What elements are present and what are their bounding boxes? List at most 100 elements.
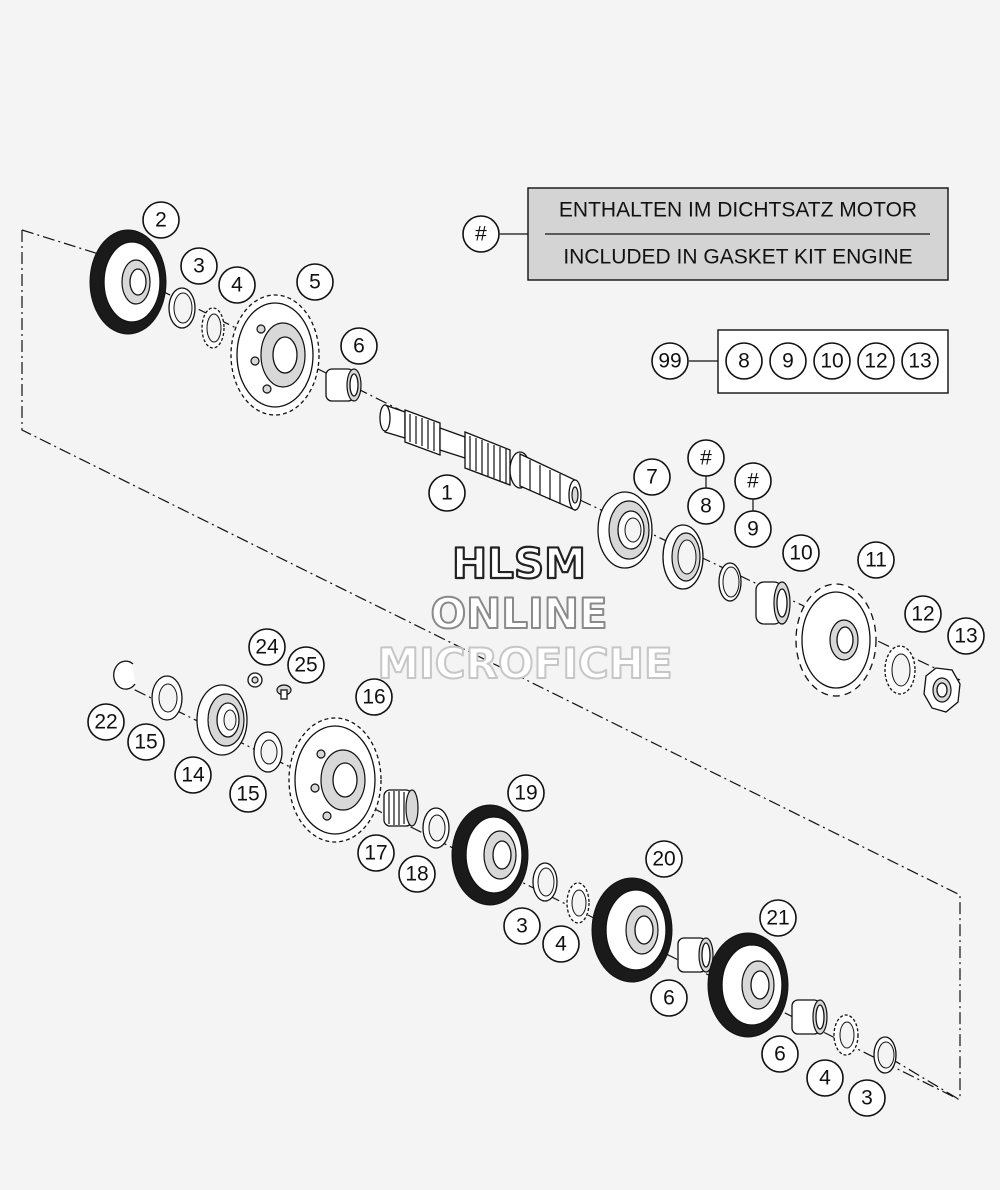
washer-24 — [247, 672, 263, 688]
svg-text:#: # — [747, 470, 759, 493]
callout-15a: 15 — [127, 723, 165, 761]
callout-7: 7 — [633, 458, 671, 496]
callout-13: 13 — [947, 617, 985, 655]
kit-99-group: 99 8 9 10 12 13 — [651, 329, 949, 394]
bearing-7 — [597, 491, 653, 569]
needle-bearing-17 — [383, 789, 419, 827]
shim-15a — [151, 675, 183, 721]
callout-21: 21 — [759, 899, 797, 937]
bushing-6a — [325, 368, 362, 402]
kit-item-10: 10 — [820, 350, 843, 373]
kit-label: 99 — [658, 350, 681, 373]
svg-text:8: 8 — [700, 495, 712, 518]
callout-25: 25 — [287, 646, 325, 684]
gear-16 — [288, 717, 382, 843]
svg-text:4: 4 — [555, 933, 567, 956]
svg-text:4: 4 — [231, 274, 243, 297]
callout-14: 14 — [174, 756, 212, 794]
svg-text:15: 15 — [236, 783, 259, 806]
svg-text:14: 14 — [181, 764, 205, 787]
watermark-line-3: MICROFICHE — [377, 639, 672, 688]
screw-25 — [276, 684, 292, 700]
callout-3b: 3 — [503, 907, 541, 945]
legend-line-de: ENTHALTEN IM DICHTSATZ MOTOR — [559, 199, 917, 222]
svg-text:13: 13 — [954, 625, 977, 648]
svg-text:3: 3 — [193, 255, 205, 278]
callout-2: 2 — [142, 201, 180, 239]
callout-24: 24 — [248, 628, 286, 666]
bearing-14 — [196, 684, 248, 756]
circlip-22 — [113, 660, 136, 690]
svg-text:25: 25 — [294, 654, 317, 677]
callouts: 1 2 3 4 5 6 7 # 8 # 9 10 11 12 13 24 25 … — [87, 201, 985, 1117]
svg-text:1: 1 — [441, 482, 453, 505]
legend-hash-circle — [462, 215, 500, 253]
callout-10: 10 — [782, 534, 820, 572]
nut-13 — [923, 667, 961, 713]
svg-text:6: 6 — [663, 987, 675, 1010]
callout-17: 17 — [357, 834, 395, 872]
gear-2 — [89, 229, 167, 335]
callout-9-hash: # — [734, 462, 772, 500]
gear-20 — [591, 877, 673, 983]
svg-text:18: 18 — [405, 863, 428, 886]
svg-text:24: 24 — [255, 636, 279, 659]
kit-item-13: 13 — [908, 350, 931, 373]
callout-4a: 4 — [218, 266, 256, 304]
kit-item-8: 8 — [738, 350, 750, 373]
callout-6b: 6 — [650, 979, 688, 1017]
main-shaft-1 — [379, 404, 582, 511]
svg-text:17: 17 — [364, 842, 387, 865]
spacer-10 — [755, 581, 791, 625]
callout-20: 20 — [645, 840, 683, 878]
svg-text:5: 5 — [309, 271, 321, 294]
callout-16: 16 — [355, 678, 393, 716]
washer-4c — [833, 1014, 859, 1056]
svg-text:6: 6 — [774, 1043, 786, 1066]
gear-5 — [230, 294, 320, 416]
svg-text:#: # — [700, 447, 712, 470]
svg-text:15: 15 — [134, 731, 157, 754]
svg-text:7: 7 — [646, 466, 658, 489]
sprocket-11 — [795, 583, 877, 697]
svg-text:21: 21 — [766, 907, 789, 930]
callout-15b: 15 — [229, 775, 267, 813]
shim-15b — [253, 731, 283, 773]
snap-ring-3a — [168, 287, 196, 329]
gasket-kit-legend: # ENTHALTEN IM DICHTSATZ MOTOR INCLUDED … — [462, 187, 949, 281]
callout-4c: 4 — [806, 1059, 844, 1097]
callout-18: 18 — [398, 855, 436, 893]
svg-text:4: 4 — [819, 1067, 831, 1090]
svg-text:12: 12 — [911, 603, 934, 626]
watermark-line-2: ONLINE — [430, 589, 607, 638]
callout-4b: 4 — [542, 925, 580, 963]
svg-text:22: 22 — [94, 711, 117, 734]
washer-4a — [201, 307, 225, 349]
legend-line-en: INCLUDED IN GASKET KIT ENGINE — [563, 246, 912, 269]
svg-text:20: 20 — [652, 848, 675, 871]
callout-3a: 3 — [180, 247, 218, 285]
svg-text:2: 2 — [155, 209, 167, 232]
svg-text:6: 6 — [353, 335, 365, 358]
callout-11: 11 — [857, 541, 895, 579]
callout-6c: 6 — [761, 1035, 799, 1073]
svg-text:11: 11 — [865, 549, 887, 572]
lock-washer-12 — [884, 645, 916, 695]
callout-19: 19 — [507, 774, 545, 812]
callout-8-hash: # — [687, 439, 725, 477]
bushing-6b — [677, 937, 714, 973]
callout-3c: 3 — [848, 1079, 886, 1117]
callout-5: 5 — [296, 263, 334, 301]
callout-12: 12 — [904, 595, 942, 633]
legend-hash-symbol: # — [475, 223, 487, 246]
gear-21 — [707, 932, 789, 1038]
callout-1: 1 — [428, 474, 466, 512]
snap-ring-3c — [873, 1036, 897, 1074]
snap-ring-3b — [532, 862, 558, 902]
callout-6a: 6 — [340, 327, 378, 365]
svg-text:9: 9 — [747, 518, 759, 541]
svg-text:19: 19 — [514, 782, 537, 805]
watermark: HLSM ONLINE MICROFICHE — [376, 538, 673, 689]
watermark-line-1: HLSM — [452, 539, 586, 588]
